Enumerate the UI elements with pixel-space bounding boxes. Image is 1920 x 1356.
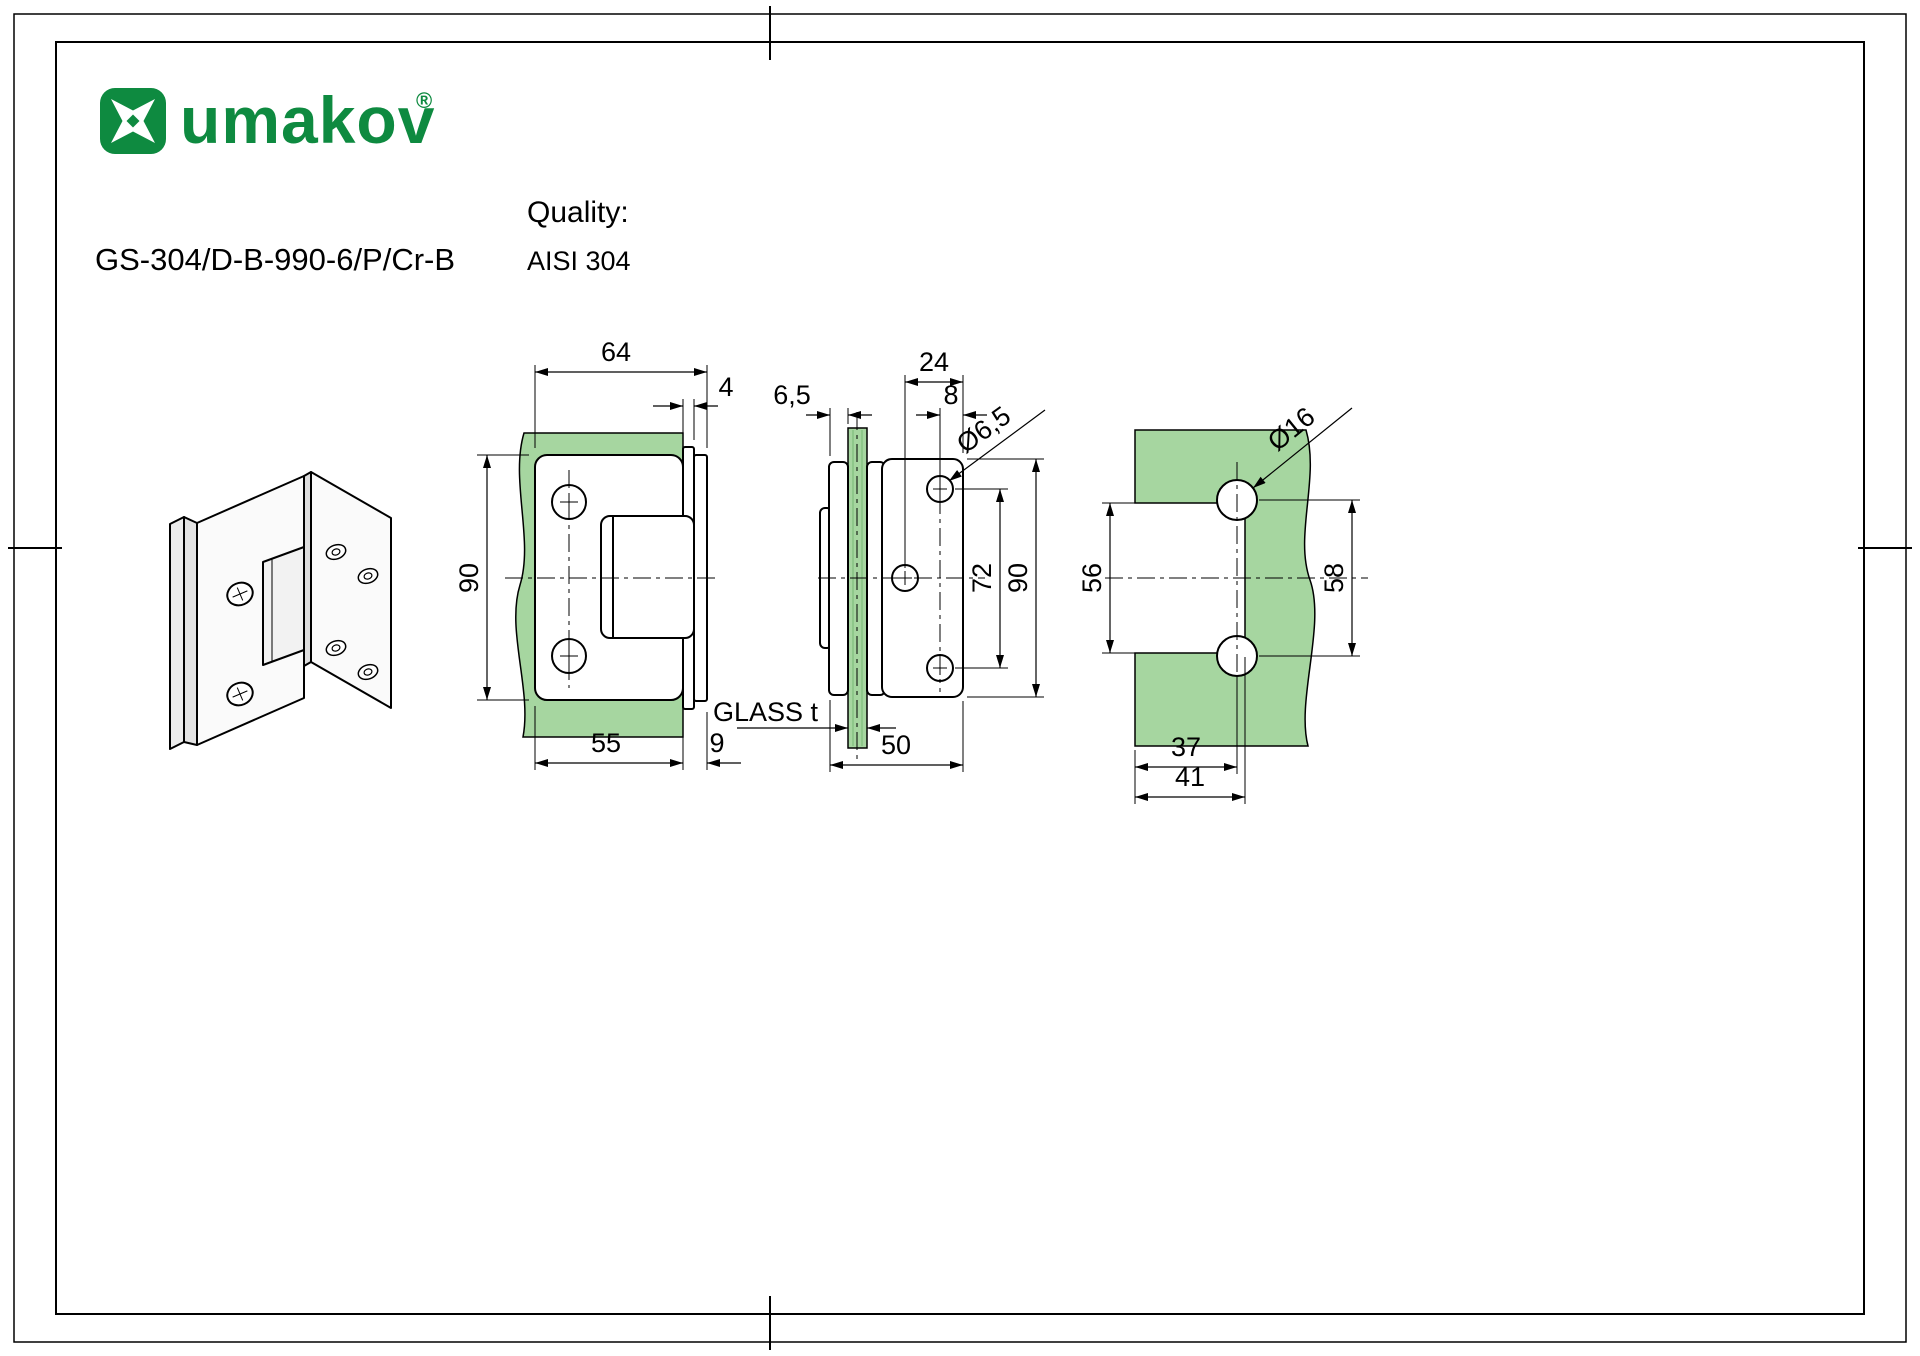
dim-hole-edge-8: 8 xyxy=(916,380,987,470)
dim-label: Ø6,5 xyxy=(951,400,1016,459)
dim-label: 4 xyxy=(718,372,733,402)
wall-plate-hole xyxy=(325,639,347,657)
clamp-plate-face xyxy=(196,475,305,746)
frame-inner-border xyxy=(55,41,1865,1315)
dim-label: 55 xyxy=(591,728,621,758)
dim-label: 24 xyxy=(919,347,949,377)
wall-view: Ø16 56 58 37 41 xyxy=(1077,401,1368,804)
dim-label: 90 xyxy=(454,563,484,593)
dim-label: 37 xyxy=(1171,732,1201,762)
clamp-plate-thickness xyxy=(183,516,198,746)
dim-label: 64 xyxy=(601,337,631,367)
dim-clamp-width-55: 55 xyxy=(534,706,684,770)
clamp-screw xyxy=(226,581,254,607)
umakov-logo: umakov ® xyxy=(100,83,435,157)
registered-mark: ® xyxy=(416,88,432,113)
hinge-knuckle xyxy=(262,546,305,666)
wall-plate-thickness xyxy=(303,471,312,667)
dim-label: 9 xyxy=(709,728,724,758)
dim-hole-spacing-58: 58 xyxy=(1259,499,1360,657)
dim-label: 56 xyxy=(1077,563,1107,593)
dim-plate-thickness-4: 4 xyxy=(653,372,734,440)
quality-label: Quality: xyxy=(527,196,629,229)
dim-height-90-side: 90 xyxy=(967,458,1044,698)
quality-value: AISI 304 xyxy=(527,246,631,276)
wall-panel xyxy=(1134,429,1316,747)
dim-glass-inset-6-5: 6,5 xyxy=(773,380,872,456)
wall-plate-hole xyxy=(357,663,379,681)
front-view: 64 4 90 55 9 xyxy=(454,337,741,770)
dim-height-90: 90 xyxy=(454,454,529,701)
dim-cutout-height-56: 56 xyxy=(1077,502,1135,654)
drawing-frame xyxy=(8,6,1912,1350)
hinge-knuckle-front xyxy=(600,515,695,639)
wall-plate-hole xyxy=(325,543,347,561)
dim-label: 8 xyxy=(943,380,958,410)
dim-label: 72 xyxy=(967,563,997,593)
dim-wall-offset-9: 9 xyxy=(706,712,741,770)
dim-cutout-depth-41: 41 xyxy=(1134,657,1246,804)
logo-star-center xyxy=(126,114,140,128)
dim-overall-depth-50: 50 xyxy=(829,700,964,772)
dim-label: 58 xyxy=(1319,563,1349,593)
frame-outer-border xyxy=(13,13,1907,1343)
dim-label: 41 xyxy=(1175,762,1205,792)
glass-pane-edge xyxy=(169,516,185,750)
dim-label: 6,5 xyxy=(773,380,811,410)
dim-glass-thickness: GLASS t xyxy=(713,697,896,732)
dim-hole-spacing-72: 72 xyxy=(955,488,1008,669)
side-view: 6,5 24 8 Ø6,5 72 90 xyxy=(713,347,1046,772)
wall-plate-hole xyxy=(357,567,379,585)
wall-plate-face xyxy=(310,471,392,709)
glass-thickness-label: GLASS t xyxy=(713,697,819,727)
logo-icon xyxy=(100,88,166,154)
dim-overall-width-64: 64 xyxy=(534,337,708,448)
brand-text: umakov xyxy=(180,83,435,157)
dim-hole-offset-37: 37 xyxy=(1134,678,1238,774)
isometric-view xyxy=(169,471,392,750)
dim-label: 90 xyxy=(1003,563,1033,593)
product-code: GS-304/D-B-990-6/P/Cr-B xyxy=(95,242,455,277)
dim-label: 50 xyxy=(881,730,911,760)
clamp-screw xyxy=(226,681,254,707)
